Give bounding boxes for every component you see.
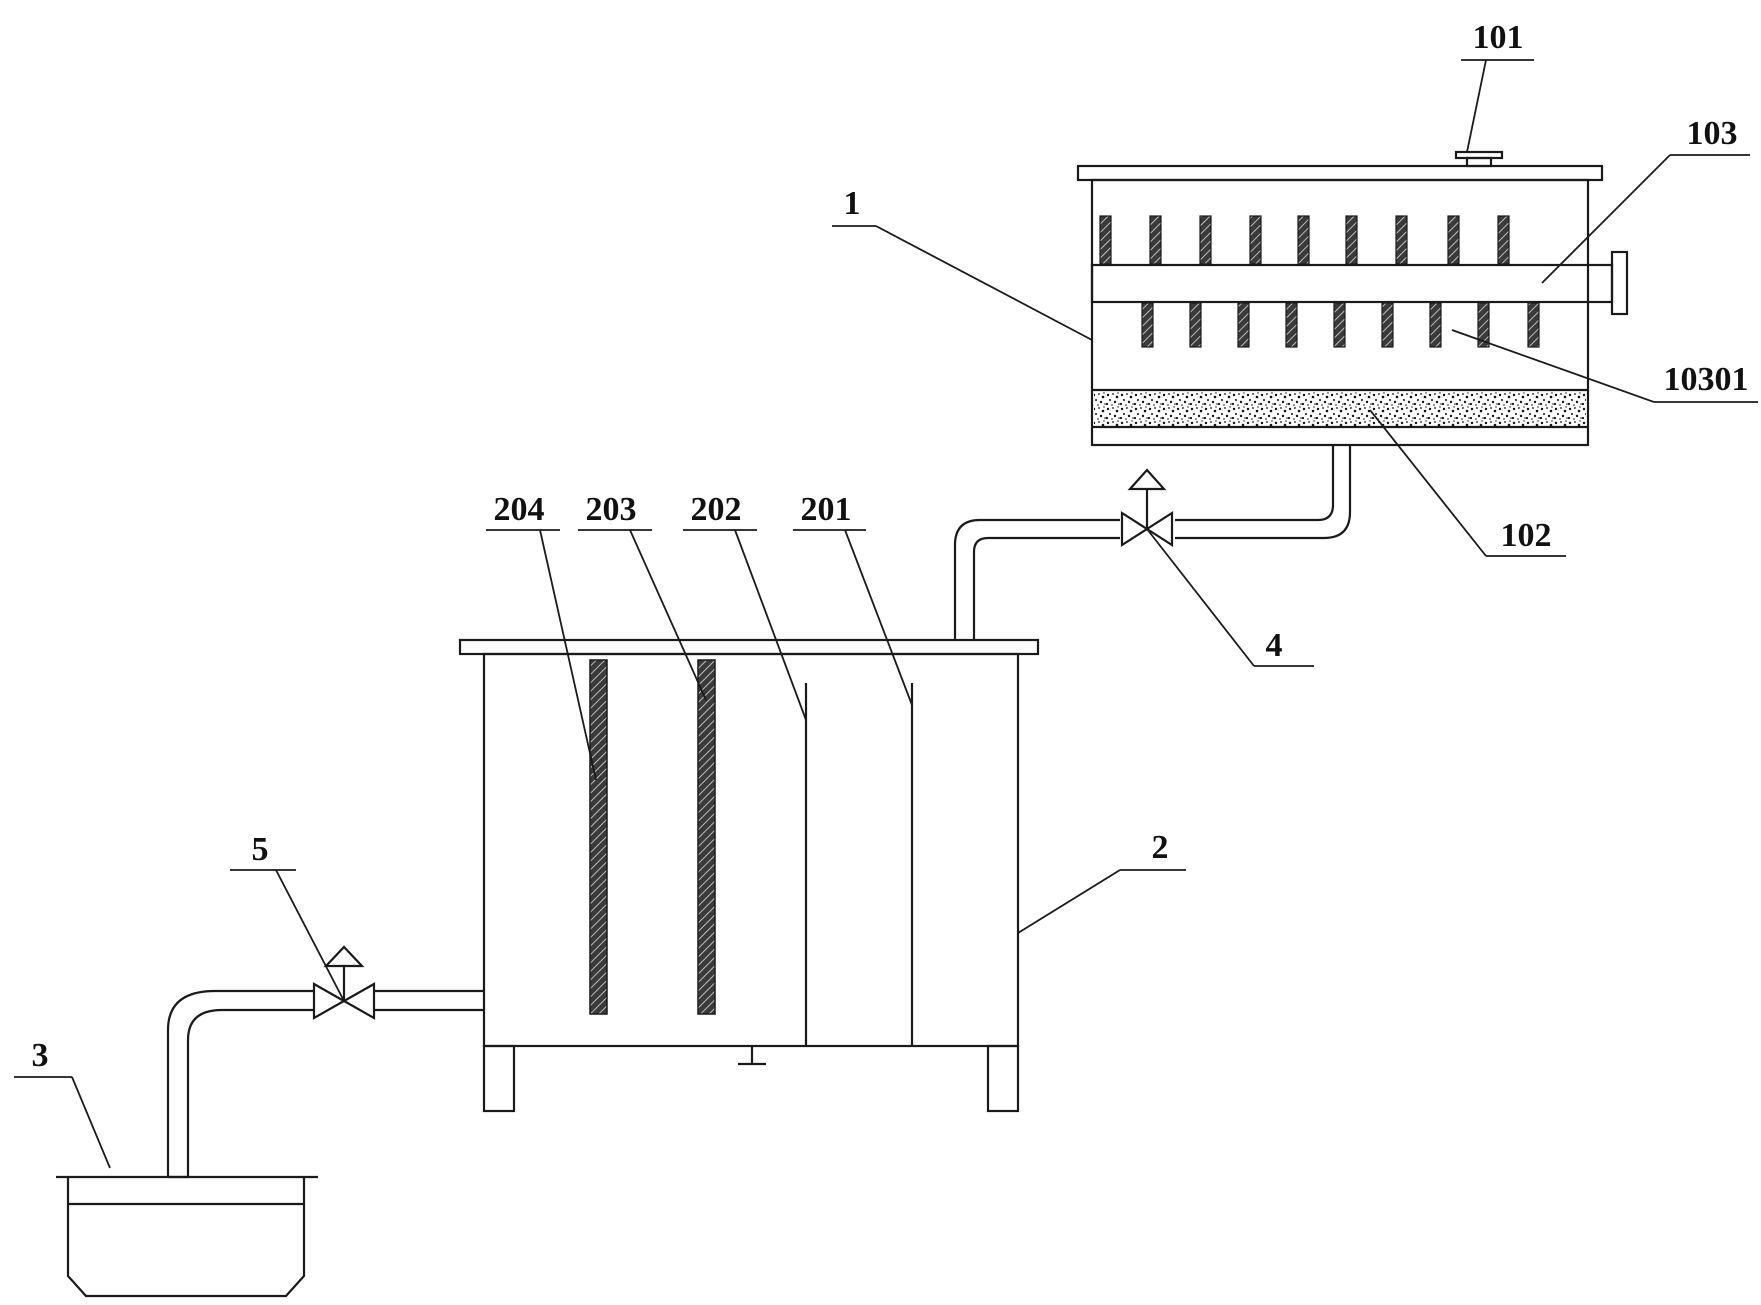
electrode-204 [589, 659, 608, 1015]
paddle-blade [1497, 215, 1510, 265]
callout-203: 203 [578, 491, 707, 701]
valve-5-icon[interactable] [312, 945, 376, 1020]
paddle-blade [1189, 302, 1202, 348]
label-1: 1 [844, 185, 861, 222]
paddle-blade [1333, 302, 1346, 348]
tank-3-body [66, 1177, 306, 1298]
label-102: 102 [1501, 517, 1552, 554]
unit-1-upper-tank [1076, 150, 1629, 447]
paddle-blade [1285, 302, 1298, 348]
label-3: 3 [32, 1037, 49, 1074]
shaft-103 [1090, 263, 1614, 304]
pipe-tank2-to-tank3 [166, 945, 484, 1179]
label-201: 201 [801, 491, 852, 528]
label-203: 203 [586, 491, 637, 528]
cap-101-neck-icon [1465, 156, 1493, 168]
paddle-blade [1447, 215, 1460, 265]
callout-4: 4 [1146, 528, 1314, 667]
label-2: 2 [1152, 829, 1169, 866]
paddle-blade [1297, 215, 1310, 265]
shaft-103-end-cap [1610, 250, 1629, 316]
paddle-blade [1395, 215, 1408, 265]
label-101: 101 [1473, 19, 1524, 56]
unit-2-main-tank [458, 638, 1040, 1113]
paddle-blade [1199, 215, 1212, 265]
label-5: 5 [252, 831, 269, 868]
paddle-blade [1149, 215, 1162, 265]
filter-layer-102 [1094, 392, 1586, 426]
callout-102: 102 [1369, 409, 1566, 557]
callout-202: 202 [683, 491, 807, 721]
callout-5: 5 [230, 831, 345, 1002]
callout-10301: 10301 [1451, 329, 1758, 403]
paddle-blade [1527, 302, 1540, 348]
paddle-blade [1237, 302, 1250, 348]
pipe-tank1-to-tank2 [953, 445, 1352, 640]
label-204: 204 [494, 491, 545, 528]
unit-3-collection-tank [56, 1175, 318, 1298]
tank-2-right-leg [986, 1044, 1020, 1113]
callout-101: 101 [1461, 19, 1534, 153]
tank-2-body [482, 652, 1020, 1048]
label-202: 202 [691, 491, 742, 528]
label-103: 103 [1687, 115, 1738, 152]
paddle-blade [1099, 215, 1112, 265]
tank-1-body [1090, 178, 1590, 447]
tank-2-lid [458, 638, 1040, 656]
paddle-blade [1141, 302, 1154, 348]
paddle-blade [1249, 215, 1262, 265]
callout-1: 1 [832, 185, 1093, 341]
tank-2-left-leg [482, 1044, 516, 1113]
paddle-blade [1477, 302, 1490, 348]
callout-201: 201 [793, 491, 913, 706]
tank-1-lid [1076, 164, 1604, 182]
paddle-group-10301 [1099, 215, 1540, 348]
label-4: 4 [1266, 627, 1283, 664]
paddle-blade [1429, 302, 1442, 348]
callout-204: 204 [486, 491, 597, 781]
callout-3: 3 [14, 1037, 111, 1169]
label-10301: 10301 [1664, 361, 1749, 398]
callout-2: 2 [1017, 829, 1186, 934]
callout-103: 103 [1541, 115, 1750, 284]
paddle-blade [1345, 215, 1358, 265]
drain-plug-icon [738, 1046, 766, 1066]
paddle-blade [1381, 302, 1394, 348]
valve-4-icon[interactable] [1120, 468, 1174, 548]
electrode-203 [697, 659, 716, 1015]
